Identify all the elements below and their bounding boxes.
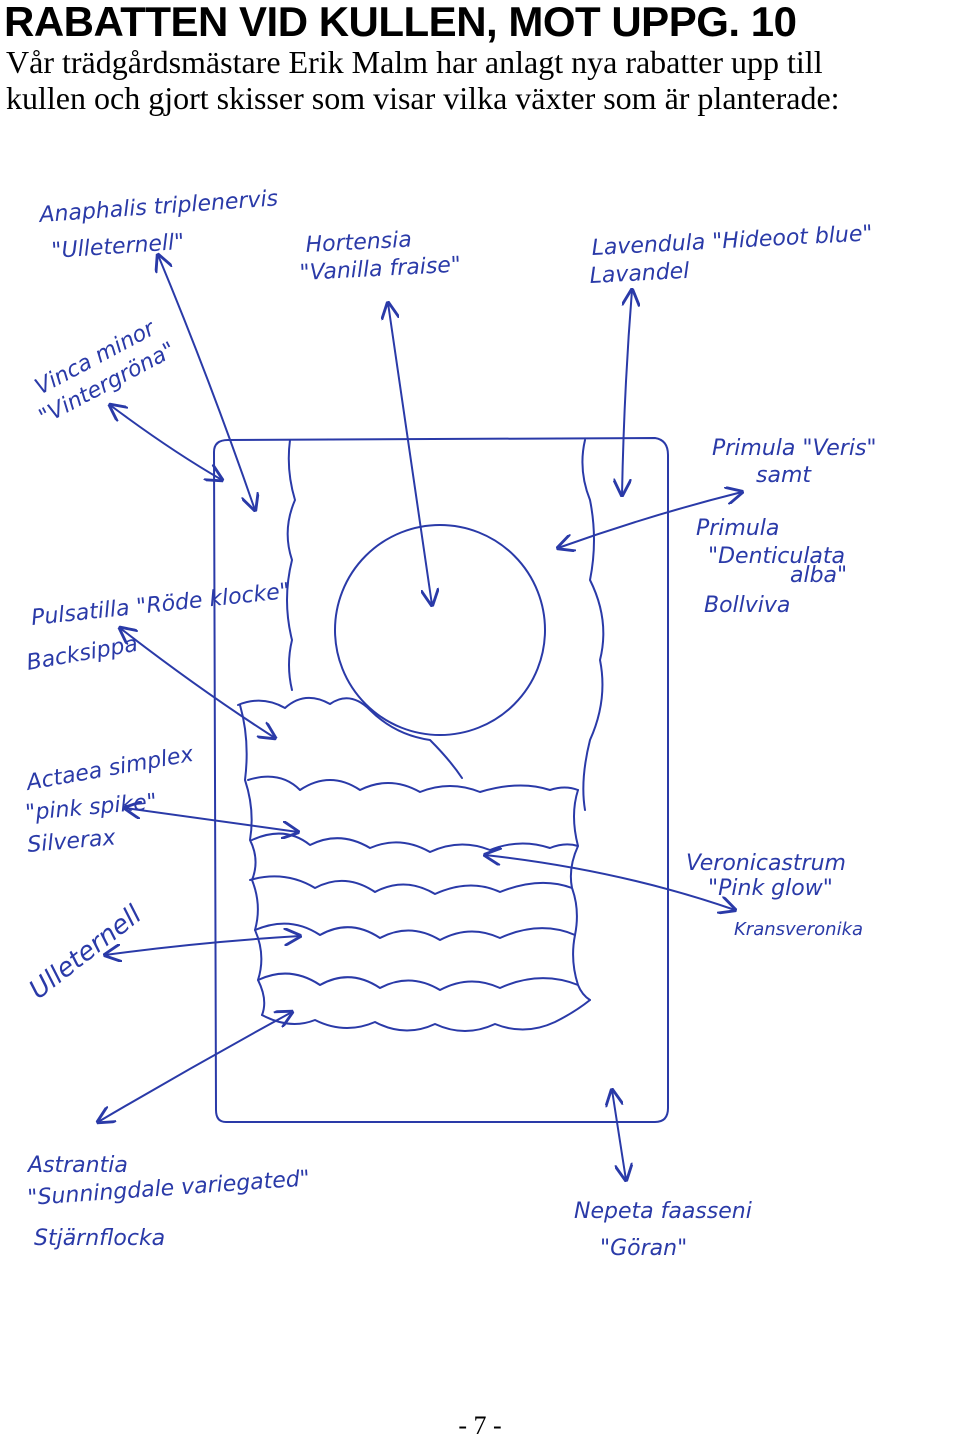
label-anaphalis-1: Anaphalis triplenervis	[37, 186, 279, 228]
intro-line-1: Vår trädgårdsmästare Erik Malm har anlag…	[6, 44, 823, 80]
bed-outline	[213, 437, 669, 1123]
page-number: - 7 -	[458, 1411, 502, 1440]
label-primula-veris-1: Primula "Veris"	[712, 436, 877, 461]
label-primula-denticulata-2: "Denticulata	[708, 544, 845, 569]
arrow-vinca	[110, 405, 222, 480]
label-primula-veris-2: samt	[756, 463, 812, 488]
band-line-5	[254, 922, 576, 941]
label-hortensia-2: "Vanilla fraise"	[299, 253, 462, 286]
arrow-hortensia	[388, 303, 432, 605]
label-veronicastrum-3: Kransveronika	[734, 919, 863, 940]
label-lavendula-2: Lavandel	[589, 259, 690, 289]
band-line-1	[237, 697, 463, 779]
arrow-anaphalis	[158, 255, 255, 510]
page-title: RABATTEN VID KULLEN, MOT UPPG. 10	[4, 0, 797, 45]
label-actaea-3: Silverax	[26, 825, 117, 858]
band-left-edge	[239, 704, 266, 1016]
bed-divider-left	[286, 439, 296, 691]
hortensia-circle	[334, 524, 546, 736]
garden-bed-sketch: Anaphalis triplenervis "Ulleternell" Hor…	[23, 186, 877, 1261]
label-primula-denticulata-1: Primula	[696, 516, 779, 541]
label-lavendula-1: Lavendula "Hideoot blue"	[591, 221, 873, 261]
band-right-edge	[569, 789, 591, 1001]
arrow-primula	[558, 492, 742, 548]
band-line-3	[251, 832, 579, 853]
label-veronicastrum-2: "Pink glow"	[708, 876, 833, 901]
label-primula-denticulata-3: alba"	[790, 563, 847, 588]
label-hortensia-1: Hortensia	[305, 227, 412, 258]
arrow-actaea	[125, 808, 298, 832]
label-astrantia-3: Stjärnflocka	[34, 1226, 165, 1251]
band-line-4	[249, 875, 573, 895]
arrow-lavendula	[622, 290, 632, 495]
arrow-pulsatilla	[120, 628, 275, 738]
arrow-astrantia	[98, 1012, 292, 1122]
label-pulsatilla-2: Backsippa	[25, 632, 140, 676]
intro-line-2: kullen och gjort skisser som visar vilka…	[6, 80, 840, 116]
band-line-2	[247, 775, 579, 793]
intro-paragraph: Vår trädgårdsmästare Erik Malm har anlag…	[6, 44, 960, 116]
label-primula-denticulata-4: Bollviva	[704, 593, 790, 618]
label-veronicastrum-1: Veronicastrum	[686, 851, 846, 876]
bed-divider-right	[581, 439, 605, 811]
label-anaphalis-2: "Ulleternell"	[51, 230, 185, 264]
label-pulsatilla-1: Pulsatilla "Röde klocke"	[30, 579, 291, 631]
label-astrantia-1: Astrantia	[26, 1153, 128, 1178]
label-actaea-2: "pink spike"	[24, 790, 157, 826]
arrow-ulleternell	[105, 936, 300, 955]
band-line-6	[257, 972, 579, 991]
label-actaea-1: Actaea simplex	[23, 742, 197, 796]
arrow-veronicastrum	[485, 855, 735, 910]
band-line-7	[261, 999, 591, 1032]
label-nepeta-2: "Göran"	[600, 1236, 687, 1261]
label-nepeta-1: Nepeta faasseni	[574, 1199, 752, 1224]
arrow-nepeta	[612, 1090, 626, 1180]
